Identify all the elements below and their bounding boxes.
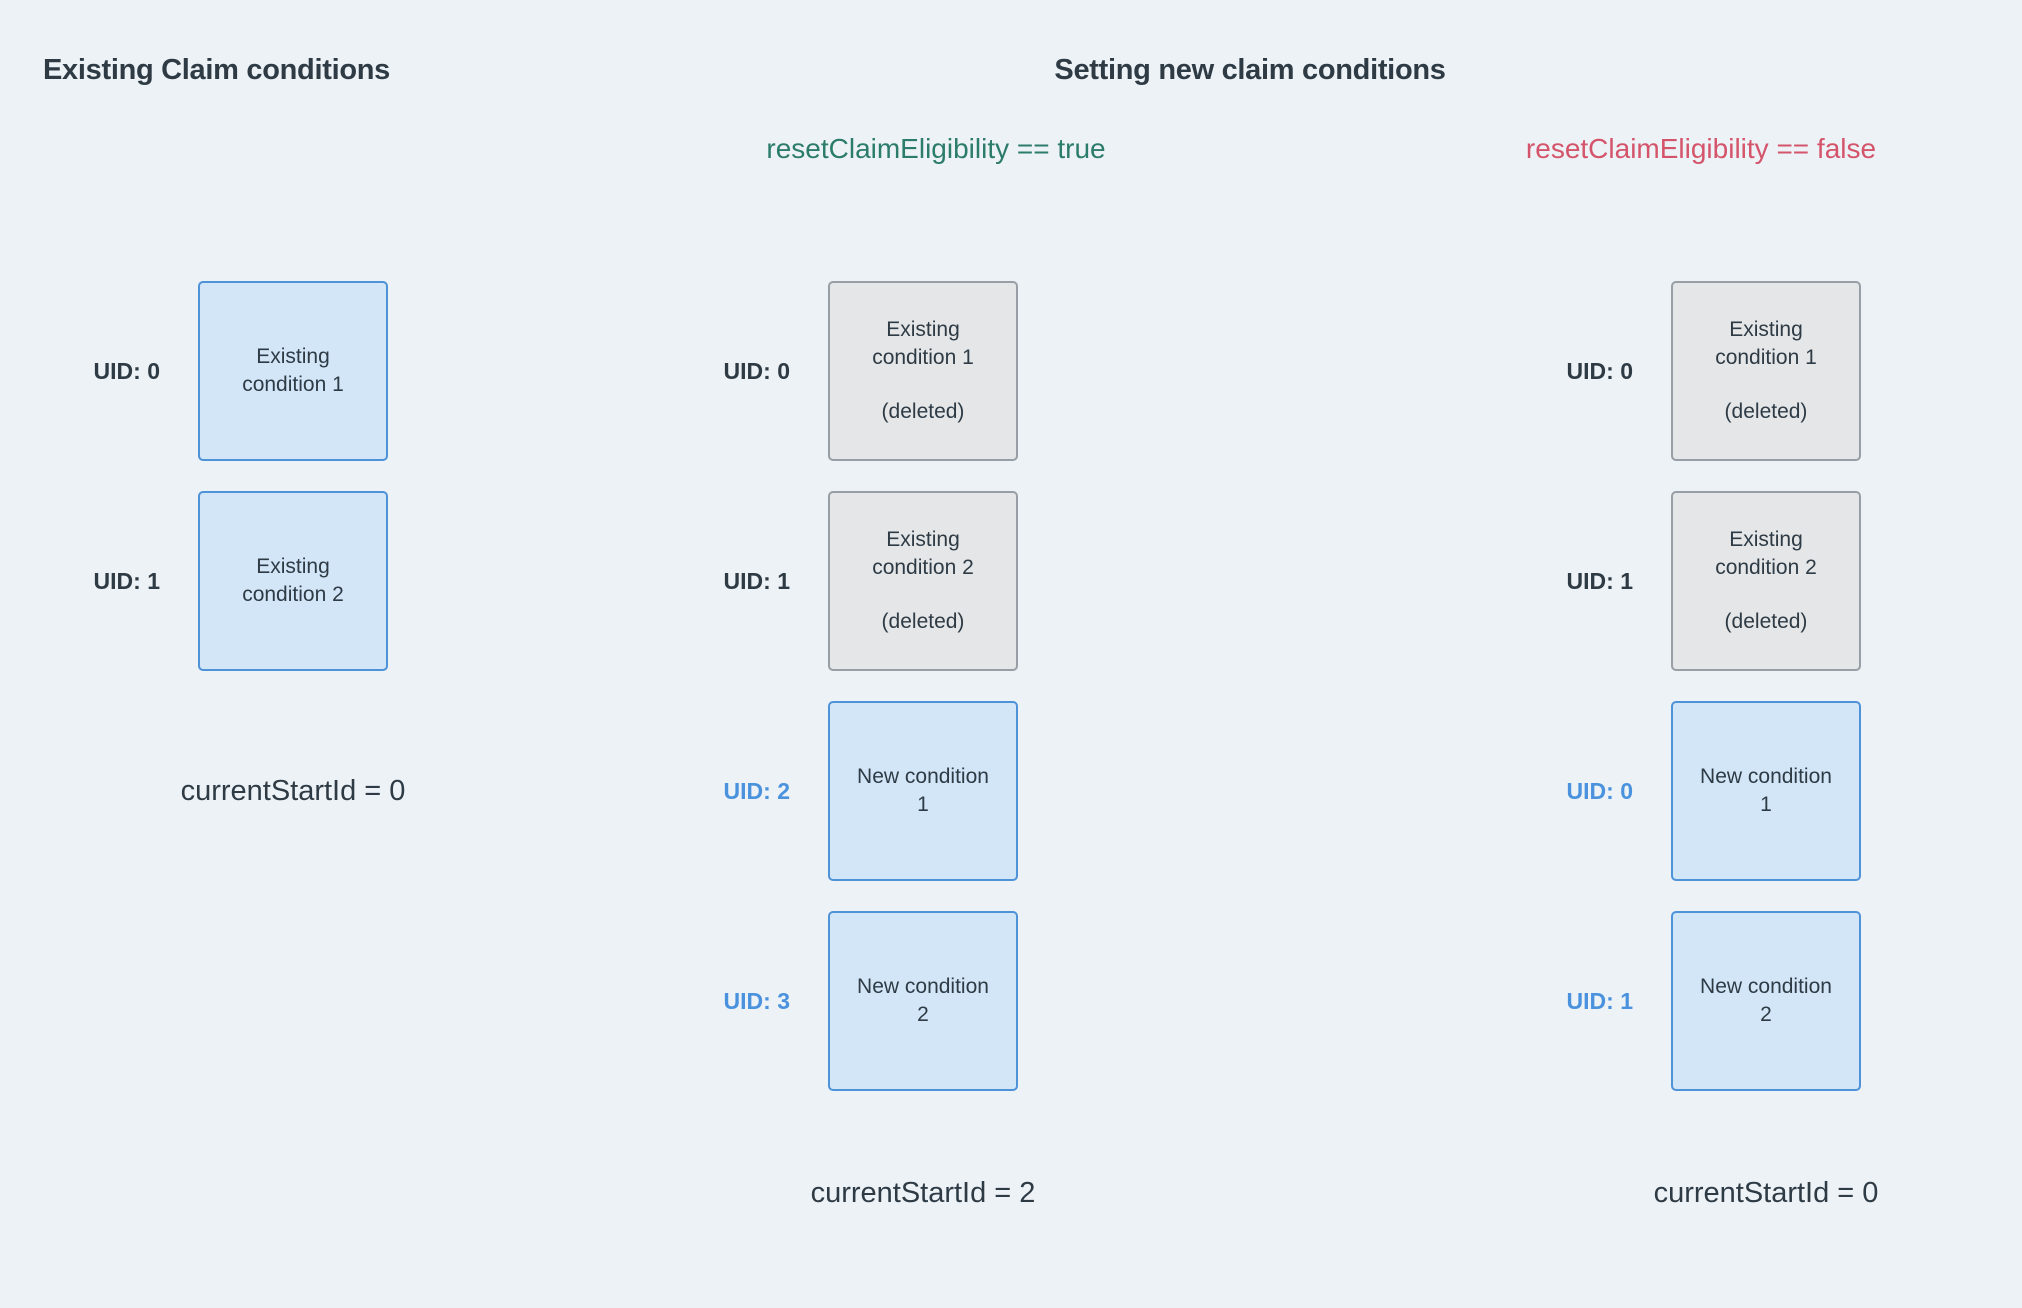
condition-row: UID: 1 Existing condition 2 — [58, 491, 388, 671]
new-condition-2-box: New condition 2 — [828, 911, 1018, 1091]
condition-row: UID: 1 Existing condition 2 (deleted) — [1531, 491, 1861, 671]
existing-condition-1-box: Existing condition 1 — [198, 281, 388, 461]
uid-label: UID: 1 — [723, 567, 790, 594]
condition-row: UID: 1 New condition 2 — [1531, 911, 1861, 1091]
uid-label: UID: 2 — [723, 777, 790, 804]
condition-title: New condition 1 — [1700, 765, 1832, 816]
condition-row: UID: 3 New condition 2 — [688, 911, 1018, 1091]
reset-true-column: UID: 0 Existing condition 1 (deleted) UID… — [688, 281, 1035, 1209]
condition-row: UID: 0 Existing condition 1 — [58, 281, 388, 461]
reset-eligibility-false-label: resetClaimEligibility == false — [1525, 133, 1877, 164]
deleted-note: (deleted) — [881, 609, 965, 633]
uid-label: UID: 0 — [1566, 777, 1633, 804]
condition-row: UID: 1 Existing condition 2 (deleted) — [688, 491, 1018, 671]
deleted-condition-2-box: Existing condition 2 (deleted) — [1671, 491, 1861, 671]
condition-row: UID: 2 New condition 1 — [688, 701, 1018, 881]
new-condition-1-box: New condition 1 — [828, 701, 1018, 881]
uid-label: UID: 0 — [1566, 357, 1633, 384]
condition-title: Existing condition 2 — [242, 555, 344, 606]
uid-label: UID: 3 — [723, 987, 790, 1014]
condition-title: New condition 2 — [857, 975, 989, 1026]
setting-new-claim-conditions-heading: Setting new claim conditions — [1054, 54, 1446, 86]
uid-label: UID: 0 — [93, 357, 160, 384]
deleted-condition-1-box: Existing condition 1 (deleted) — [828, 281, 1018, 461]
deleted-condition-1-box: Existing condition 1 (deleted) — [1671, 281, 1861, 461]
new-condition-2-box: New condition 2 — [1671, 911, 1861, 1091]
condition-title: Existing condition 1 — [872, 318, 974, 370]
existing-claim-conditions-heading: Existing Claim conditions — [43, 54, 390, 86]
condition-row: UID: 0 Existing condition 1 (deleted) — [1531, 281, 1861, 461]
deleted-note: (deleted) — [1724, 399, 1808, 423]
new-condition-1-box: New condition 1 — [1671, 701, 1861, 881]
uid-label: UID: 1 — [1566, 567, 1633, 594]
current-start-id-value: currentStartId = 0 — [180, 775, 406, 807]
condition-row: UID: 0 New condition 1 — [1531, 701, 1861, 881]
condition-title: New condition 2 — [1700, 975, 1832, 1026]
condition-title: New condition 1 — [857, 765, 989, 816]
current-start-id-value: currentStartId = 2 — [810, 1177, 1036, 1209]
uid-label: UID: 0 — [723, 357, 790, 384]
deleted-condition-2-box: Existing condition 2 (deleted) — [828, 491, 1018, 671]
condition-title: Existing condition 2 — [872, 528, 974, 580]
condition-title: Existing condition 2 — [1715, 528, 1817, 580]
uid-label: UID: 1 — [93, 567, 160, 594]
condition-row: UID: 0 Existing condition 1 (deleted) — [688, 281, 1018, 461]
current-start-id-value: currentStartId = 0 — [1653, 1177, 1879, 1209]
condition-title: Existing condition 1 — [1715, 318, 1817, 370]
deleted-note: (deleted) — [1724, 609, 1808, 633]
condition-title: Existing condition 1 — [242, 345, 344, 396]
reset-eligibility-true-label: resetClaimEligibility == true — [766, 133, 1106, 164]
uid-label: UID: 1 — [1566, 987, 1633, 1014]
deleted-note: (deleted) — [881, 399, 965, 423]
reset-false-column: UID: 0 Existing condition 1 (deleted) UID… — [1531, 281, 1878, 1209]
existing-conditions-column: UID: 0 Existing condition 1 UID: 1 Exist… — [58, 281, 405, 807]
existing-condition-2-box: Existing condition 2 — [198, 491, 388, 671]
